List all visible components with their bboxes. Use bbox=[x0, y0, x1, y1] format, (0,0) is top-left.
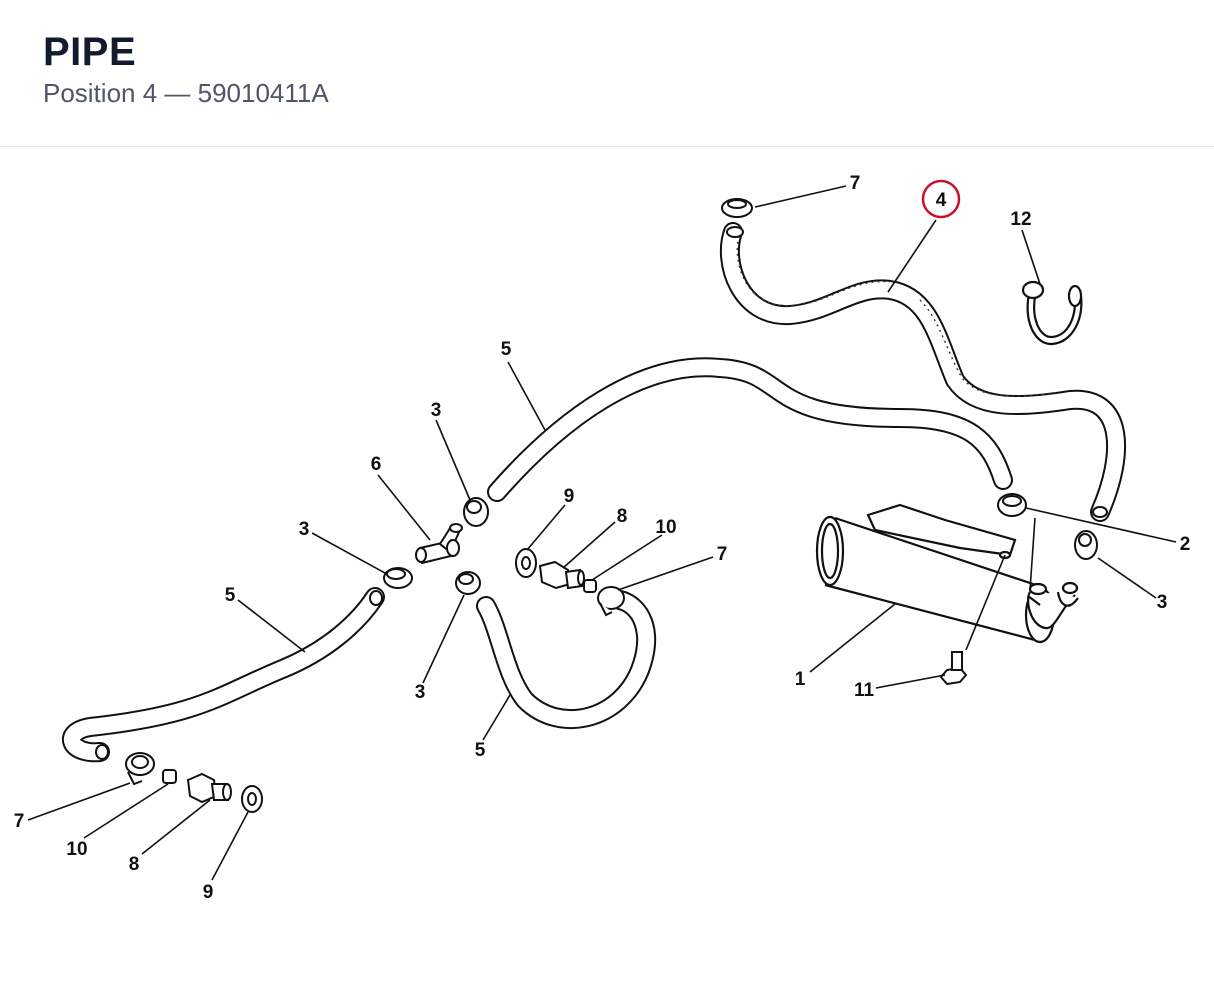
muffler-part-1[interactable] bbox=[815, 503, 1079, 644]
callout-5-left[interactable]: 5 bbox=[225, 585, 236, 606]
leader-lines bbox=[27, 185, 1177, 881]
callout-5-long[interactable]: 5 bbox=[501, 339, 512, 360]
clamp-part-3-a[interactable] bbox=[383, 567, 413, 589]
clip-part-12[interactable] bbox=[1021, 280, 1083, 346]
highlight-ring-4 bbox=[921, 179, 961, 219]
callout-3-right[interactable]: 3 bbox=[1157, 592, 1168, 613]
hose-part-5-left[interactable] bbox=[62, 587, 385, 763]
washer-part-9-mid[interactable] bbox=[515, 548, 537, 578]
clamp-part-3-right[interactable] bbox=[1074, 530, 1098, 560]
hose-part-5-long[interactable] bbox=[487, 357, 1013, 502]
clamp-part-7-mid[interactable] bbox=[597, 586, 625, 617]
callout-4[interactable]: 4 bbox=[936, 190, 947, 211]
callout-7-bottom[interactable]: 7 bbox=[14, 811, 25, 832]
callout-7-top[interactable]: 7 bbox=[850, 173, 861, 194]
ring-part-2[interactable] bbox=[997, 493, 1027, 517]
nipple-part-10-bottom[interactable] bbox=[162, 769, 177, 784]
hose-part-5-u[interactable] bbox=[476, 590, 657, 730]
clamp-part-3-c[interactable] bbox=[455, 571, 481, 595]
union-part-8-mid[interactable] bbox=[538, 560, 585, 590]
clamp-part-3-b[interactable] bbox=[463, 497, 489, 527]
callout-8-mid[interactable]: 8 bbox=[617, 506, 628, 527]
parts-diagram: 4 7 12 5 3 6 3 5 9 8 10 7 3 5 1 11 2 3 7… bbox=[0, 147, 1214, 978]
clamp-part-7-top[interactable] bbox=[721, 198, 753, 218]
page-header: PIPE Position 4 — 59010411A bbox=[0, 0, 1214, 147]
washer-part-9-bottom[interactable] bbox=[241, 785, 263, 813]
bolt-part-11[interactable] bbox=[939, 651, 968, 686]
t-piece-part-6[interactable] bbox=[415, 523, 463, 565]
callout-3-left[interactable]: 3 bbox=[299, 519, 310, 540]
callout-11[interactable]: 11 bbox=[854, 680, 875, 701]
page-title: PIPE bbox=[43, 30, 137, 74]
callout-5-u[interactable]: 5 bbox=[475, 740, 486, 761]
callout-3-bottom[interactable]: 3 bbox=[415, 682, 426, 703]
page-subtitle: Position 4 — 59010411A bbox=[43, 78, 329, 108]
callout-2[interactable]: 2 bbox=[1180, 534, 1191, 555]
callout-10-bottom[interactable]: 10 bbox=[66, 839, 87, 860]
callout-12[interactable]: 12 bbox=[1010, 209, 1031, 230]
callout-6[interactable]: 6 bbox=[371, 454, 382, 475]
callout-3-top[interactable]: 3 bbox=[431, 400, 442, 421]
callout-9-bottom[interactable]: 9 bbox=[203, 882, 214, 903]
callout-labels: 4 7 12 5 3 6 3 5 9 8 10 7 3 5 1 11 2 3 7… bbox=[14, 173, 1191, 903]
callout-7-mid[interactable]: 7 bbox=[717, 544, 728, 565]
exploded-view-drawing: 4 7 12 5 3 6 3 5 9 8 10 7 3 5 1 11 2 3 7… bbox=[14, 173, 1191, 903]
clamp-part-7-bottom[interactable] bbox=[125, 752, 155, 786]
union-part-8-bottom[interactable] bbox=[186, 772, 232, 804]
callout-9-mid[interactable]: 9 bbox=[564, 486, 575, 507]
hose-part-4[interactable] bbox=[719, 222, 1127, 522]
callout-10-mid[interactable]: 10 bbox=[655, 517, 676, 538]
callout-8-bottom[interactable]: 8 bbox=[129, 854, 140, 875]
callout-1[interactable]: 1 bbox=[795, 669, 806, 690]
nipple-part-10-mid[interactable] bbox=[583, 579, 597, 593]
